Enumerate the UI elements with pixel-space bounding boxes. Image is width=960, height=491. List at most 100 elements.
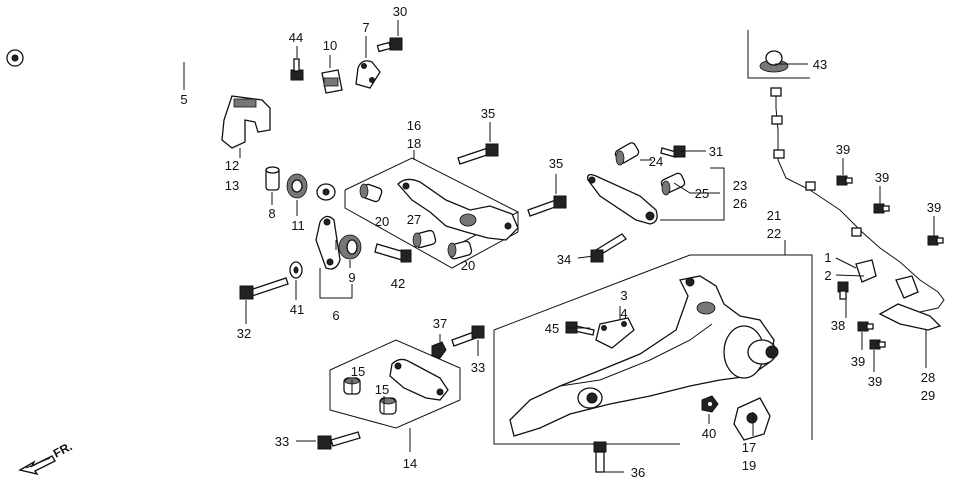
bolt-39c — [927, 235, 944, 246]
splash-guard-17 — [733, 397, 771, 441]
lower-arm-group-box — [329, 339, 461, 429]
front-direction-arrow — [18, 455, 56, 476]
nut-40 — [701, 395, 719, 413]
sensor-harness — [770, 87, 945, 313]
bolt-33-lower — [317, 431, 361, 450]
lower-arm — [389, 358, 449, 401]
callout-18: 18 — [407, 136, 421, 151]
callout-31: 31 — [709, 144, 723, 159]
bolt-39b — [873, 203, 890, 214]
trailing-arm-group-box — [493, 254, 813, 445]
bolt-38 — [837, 281, 849, 300]
callout-33-upper: 33 — [471, 360, 485, 375]
callout-35-upper: 35 — [481, 106, 495, 121]
bushing-8 — [265, 166, 280, 191]
callout-40: 40 — [702, 426, 716, 441]
bolt-39a — [836, 175, 853, 186]
callout-39c: 39 — [927, 200, 941, 215]
bolt-30 — [376, 20, 403, 53]
bolt-35-lower — [527, 174, 567, 217]
callout-6: 6 — [332, 308, 339, 323]
bushing-9 — [338, 234, 362, 260]
callout-35-lower: 35 — [549, 156, 563, 171]
compensator-arm — [587, 174, 658, 225]
callout-24: 24 — [649, 154, 663, 169]
callout-13: 13 — [225, 178, 239, 193]
callout-23: 23 — [733, 178, 747, 193]
callout-12: 12 — [225, 158, 239, 173]
stabilizer-bracket — [221, 95, 271, 158]
callout-7: 7 — [362, 20, 369, 35]
callout-27: 27 — [407, 212, 421, 227]
bushing-11 — [286, 173, 308, 199]
callout-39e: 39 — [868, 374, 882, 389]
callout-43: 43 — [813, 57, 827, 72]
bushing-20-upper — [359, 183, 383, 203]
bushing-24 — [614, 142, 640, 166]
front-direction-label: FR. — [51, 439, 75, 460]
bolt-36 — [593, 441, 607, 473]
stabilizer-bushing-10 — [321, 55, 343, 94]
bolt-34 — [590, 233, 627, 263]
bushing-15b — [379, 397, 397, 415]
washer-41 — [289, 261, 303, 279]
callout-11: 11 — [291, 218, 305, 233]
callout-21: 21 — [767, 208, 781, 223]
leader-lines — [183, 62, 935, 473]
bolt-42 — [374, 243, 412, 263]
bolt-35-upper — [457, 122, 499, 165]
callout-32: 32 — [237, 326, 251, 341]
bushing-20-lower — [447, 240, 473, 260]
bolt-32 — [239, 277, 289, 300]
callout-26: 26 — [733, 196, 747, 211]
callout-29: 29 — [921, 388, 935, 403]
bolt-39d — [857, 321, 874, 332]
callout-39b: 39 — [875, 170, 889, 185]
callout-42: 42 — [391, 276, 405, 291]
callout-1: 1 — [824, 250, 831, 265]
stabilizer-link-6 — [315, 215, 341, 270]
callout-4: 4 — [620, 306, 627, 321]
callout-37: 37 — [433, 316, 447, 331]
callout-20-lower: 20 — [461, 258, 475, 273]
bolt-31 — [660, 145, 686, 158]
callout-16: 16 — [407, 118, 421, 133]
bolt-33-upper — [451, 325, 485, 347]
bushing-27 — [412, 229, 437, 249]
callout-38: 38 — [831, 318, 845, 333]
upper-arm — [397, 178, 519, 241]
callout-15a: 15 — [351, 364, 365, 379]
bolt-39e — [869, 339, 886, 350]
callout-39d: 39 — [851, 354, 865, 369]
callout-22: 22 — [767, 226, 781, 241]
callout-45: 45 — [545, 321, 559, 336]
callout-36: 36 — [631, 465, 645, 480]
callout-2: 2 — [824, 268, 831, 283]
callout-10: 10 — [323, 38, 337, 53]
callout-8: 8 — [268, 206, 275, 221]
callout-9: 9 — [348, 270, 355, 285]
callout-30: 30 — [393, 4, 407, 19]
callout-39a: 39 — [836, 142, 850, 157]
grommet-43-box — [747, 30, 810, 79]
callout-3: 3 — [620, 288, 627, 303]
bushing-25 — [660, 172, 686, 196]
grommet-43 — [759, 50, 789, 73]
harness-bracket-1-2 — [855, 259, 919, 299]
stabilizer-bar — [6, 20, 381, 201]
callout-20-upper: 20 — [375, 214, 389, 229]
stabilizer-plate-3-4 — [595, 317, 635, 349]
callout-5: 5 — [180, 92, 187, 107]
callout-41: 41 — [290, 302, 304, 317]
callout-14: 14 — [403, 456, 417, 471]
callout-15b: 15 — [375, 382, 389, 397]
callout-28: 28 — [921, 370, 935, 385]
callout-25: 25 — [695, 186, 709, 201]
callout-33-lower: 33 — [275, 434, 289, 449]
callout-19: 19 — [742, 458, 756, 473]
callout-44: 44 — [289, 30, 303, 45]
callout-17: 17 — [742, 440, 756, 455]
bushing-holder-7 — [355, 36, 381, 89]
trailing-arm — [509, 275, 779, 437]
